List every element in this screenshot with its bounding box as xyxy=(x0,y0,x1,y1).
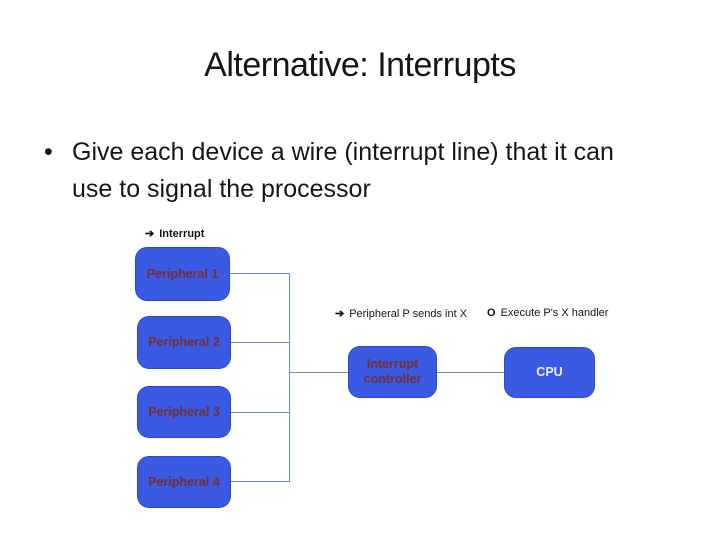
interrupt-flow-label: ➔ Interrupt xyxy=(145,227,204,240)
interrupt-controller-box: Interrupt controller xyxy=(348,346,437,398)
peripheral-2-label: Peripheral 2 xyxy=(148,335,220,349)
bullet-text: Give each device a wire (interrupt line)… xyxy=(72,134,614,208)
peripheral-1-label: Peripheral 1 xyxy=(146,266,219,281)
connector-line-peripheral-4 xyxy=(231,481,289,482)
right-arrow-icon: ➔ xyxy=(335,308,345,320)
bullet-text-line-1: Give each device a wire (interrupt line)… xyxy=(72,138,614,166)
annotation-peripheral-sends-text: Peripheral P sends int X xyxy=(349,308,468,320)
bullet-text-line-2: use to signal the processor xyxy=(72,175,371,203)
peripheral-3-label: Peripheral 3 xyxy=(148,404,220,419)
connector-line-peripheral-2 xyxy=(231,342,289,343)
bullet-item: • Give each device a wire (interrupt lin… xyxy=(44,134,709,208)
peripheral-1-box: Peripheral 1 xyxy=(135,247,230,301)
cpu-box: CPU xyxy=(504,347,595,398)
peripheral-4-label: Peripheral 4 xyxy=(148,474,220,489)
annotation-peripheral-sends: ➔ Peripheral P sends int X xyxy=(335,307,467,320)
cpu-label: CPU xyxy=(536,365,563,379)
annotation-execute-handler: O Execute P's X handler xyxy=(487,307,608,319)
connector-line-peripheral-3 xyxy=(231,412,289,413)
slide-title: Alternative: Interrupts xyxy=(204,46,516,84)
interrupt-controller-label: Interrupt controller xyxy=(363,357,422,386)
connector-line-peripheral-1 xyxy=(230,273,289,274)
peripheral-4-box: Peripheral 4 xyxy=(137,456,231,508)
interrupt-flow-label-text: Interrupt xyxy=(159,228,205,240)
connector-line-controller-to-cpu xyxy=(437,372,504,373)
bullet-icon: • xyxy=(44,138,53,166)
annotation-execute-handler-text: Execute P's X handler xyxy=(500,307,609,319)
peripheral-3-box: Peripheral 3 xyxy=(137,386,231,438)
connector-bus-line xyxy=(289,273,290,482)
peripheral-2-box: Peripheral 2 xyxy=(137,316,231,369)
right-arrow-icon: ➔ xyxy=(145,228,155,240)
connector-line-to-controller xyxy=(289,372,348,373)
circle-icon: O xyxy=(487,307,496,319)
